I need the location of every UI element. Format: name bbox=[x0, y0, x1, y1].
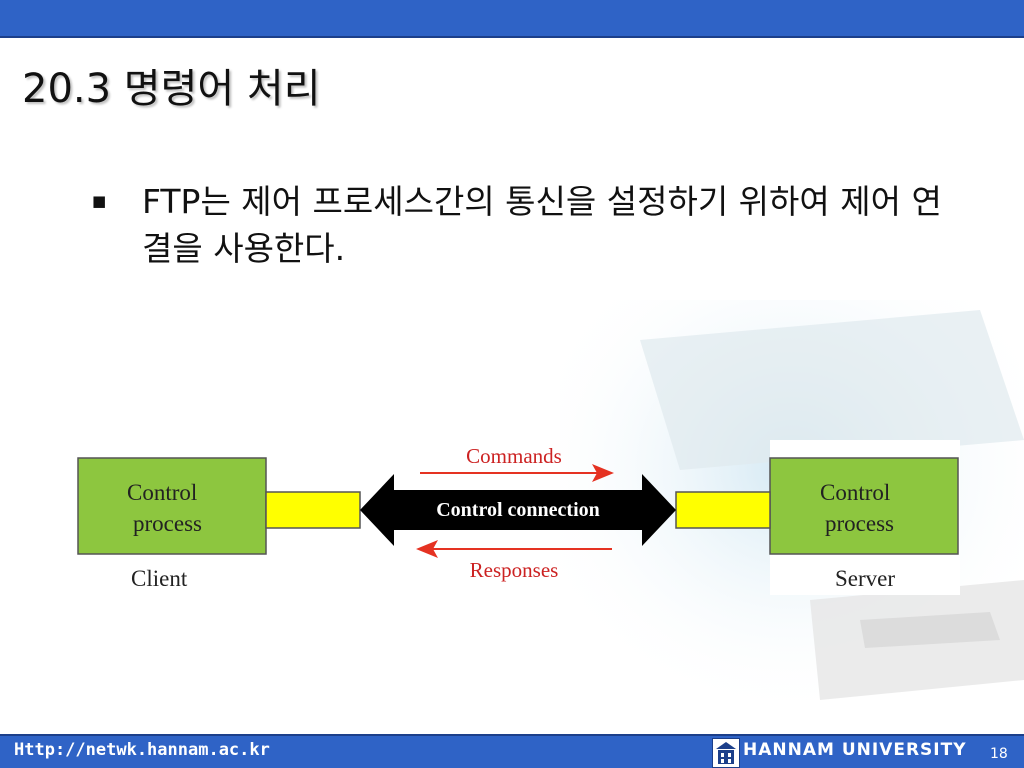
server-box-label-line2: process bbox=[825, 511, 894, 536]
client-box-label-line2: process bbox=[133, 511, 202, 536]
client-process-box bbox=[77, 457, 267, 555]
top-bar-divider bbox=[0, 36, 1024, 38]
commands-arrowhead bbox=[592, 464, 614, 482]
slide-title: 20.3 명령어 처리 bbox=[22, 66, 321, 112]
server-box-label-line1: Control bbox=[820, 480, 890, 505]
responses-label: Responses bbox=[470, 558, 559, 582]
server-label: Server bbox=[835, 566, 895, 591]
client-label: Client bbox=[131, 566, 188, 591]
control-connection-label: Control connection bbox=[436, 499, 600, 521]
footer-url-link[interactable]: Http://netwk.hannam.ac.kr bbox=[14, 740, 270, 760]
server-process-box bbox=[769, 457, 959, 555]
footer-divider bbox=[0, 734, 1024, 736]
university-logo-icon bbox=[712, 738, 740, 768]
commands-label: Commands bbox=[466, 444, 562, 468]
top-bar bbox=[0, 0, 1024, 36]
bullet-marker: ■ bbox=[92, 192, 107, 210]
university-name: HANNAM UNIVERSITY bbox=[743, 740, 967, 760]
server-pipe bbox=[675, 491, 771, 529]
client-pipe bbox=[265, 491, 361, 529]
bullet-text: FTP는 제어 프로세스간의 통신을 설정하기 위하여 제어 연결을 사용한다. bbox=[142, 182, 942, 268]
client-box-label-line1: Control bbox=[127, 480, 197, 505]
footer-bar bbox=[0, 736, 1024, 768]
responses-arrowhead bbox=[416, 540, 438, 558]
page-number: 18 bbox=[990, 746, 1008, 762]
control-connection-arrow bbox=[360, 474, 676, 546]
